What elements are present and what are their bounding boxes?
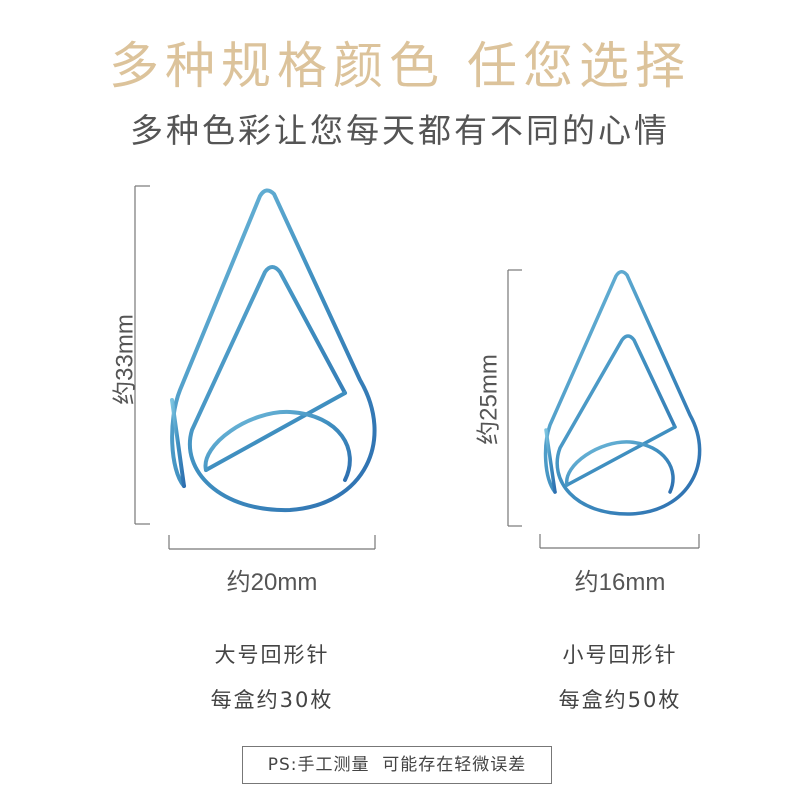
small-paperclip xyxy=(543,270,702,516)
measurement-note: PS:手工测量 可能存在轻微误差 xyxy=(242,746,552,784)
large-height-dimension xyxy=(134,185,150,525)
small-height-dimension xyxy=(507,269,522,527)
subline: 多种色彩让您每天都有不同的心情 xyxy=(130,111,670,150)
large-clip-count: 每盒约30枚 xyxy=(210,688,334,712)
small-height-label: 约25mm xyxy=(475,354,503,445)
headline: 多种规格颜色 任您选择 xyxy=(109,37,691,95)
small-width-label: 约16mm xyxy=(574,569,666,596)
small-clip-count: 每盒约50枚 xyxy=(558,688,682,712)
large-paperclip xyxy=(170,188,377,513)
large-width-dimension xyxy=(168,535,376,550)
large-height-label: 约33mm xyxy=(111,314,139,405)
small-width-dimension xyxy=(539,534,700,549)
measurement-note-text: PS:手工测量 可能存在轻微误差 xyxy=(267,755,527,775)
large-clip-name: 大号回形针 xyxy=(214,643,330,667)
small-clip-name: 小号回形针 xyxy=(562,643,678,667)
large-width-label: 约20mm xyxy=(226,569,318,596)
